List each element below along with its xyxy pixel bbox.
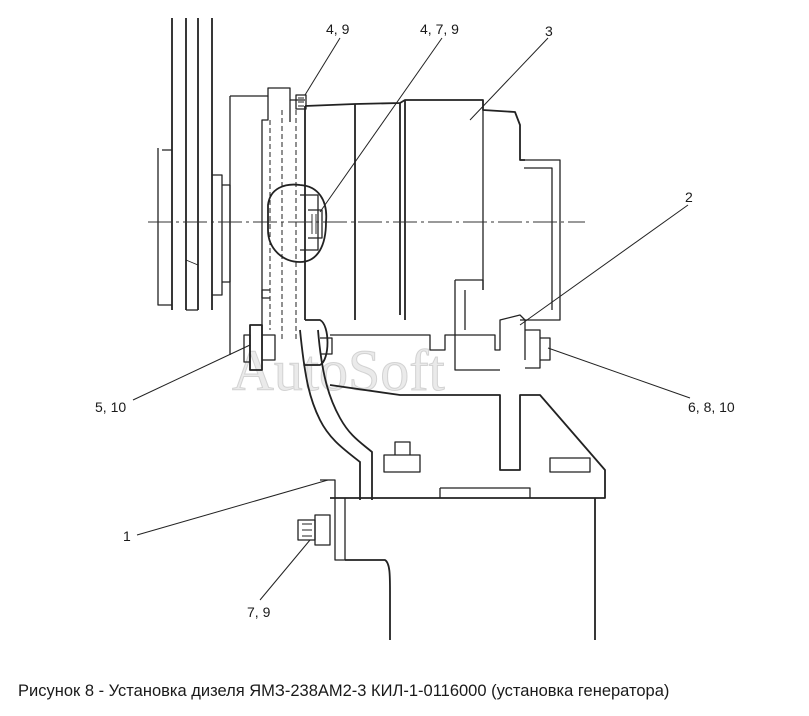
- label-3: 3: [545, 23, 553, 39]
- mounting-bracket: [243, 289, 606, 499]
- label-4-9: 4, 9: [326, 21, 350, 37]
- label-1: 1: [123, 528, 131, 544]
- figure-caption: Рисунок 8 - Установка дизеля ЯМЗ-238АМ2-…: [18, 682, 669, 700]
- label-4-7-9: 4, 7, 9: [420, 21, 459, 37]
- watermark: AutoSoft: [232, 338, 445, 403]
- generator: [304, 99, 561, 371]
- tension-bar: [299, 329, 373, 561]
- pulley: [157, 18, 231, 311]
- engine-housing: [229, 87, 305, 355]
- label-2: 2: [685, 189, 693, 205]
- detail-cutout: [267, 183, 328, 263]
- label-6-8-10: 6, 8, 10: [688, 399, 735, 415]
- engine-block: [345, 498, 596, 640]
- label-5-10: 5, 10: [95, 399, 126, 415]
- leader-lines: [132, 37, 691, 601]
- label-7-9: 7, 9: [247, 604, 271, 620]
- lower-bolt: [297, 514, 331, 546]
- top-bolt: [295, 94, 307, 110]
